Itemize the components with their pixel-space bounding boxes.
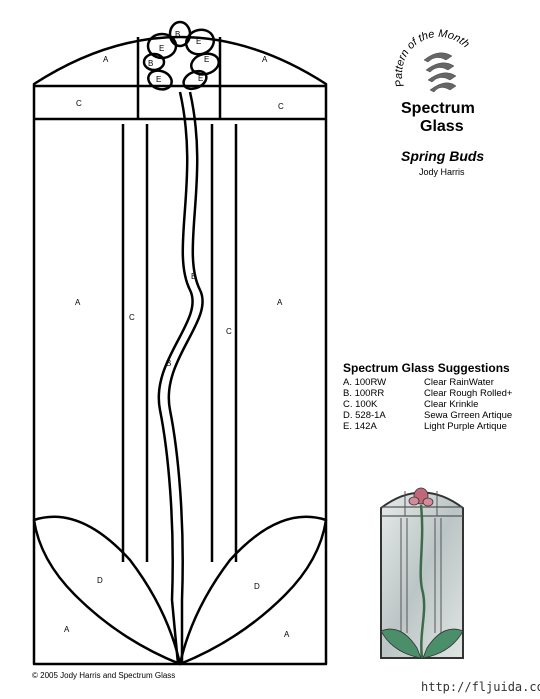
suggestions-list: A. 100RW Clear RainWater B. 100RR Clear Rou… — [343, 377, 533, 432]
suggestion-code: C. 100K — [343, 399, 378, 410]
logo: Pattern of the Month Spectrum Glass — [384, 20, 494, 140]
petal-low-right — [182, 69, 208, 91]
label-side-left: A — [75, 298, 81, 307]
spectrum-s-swirl-icon — [423, 52, 457, 93]
suggestion-row: D. 528-1A Sewa Grreen Artique — [343, 410, 533, 421]
petal-mid-right — [189, 52, 221, 76]
label-top-right: A — [262, 55, 268, 64]
petal-low-left — [147, 69, 173, 91]
label-petal-7: E — [198, 74, 203, 83]
label-side-right: A — [277, 298, 283, 307]
pattern-title: Spring Buds — [401, 148, 485, 164]
suggestion-glass-name: Clear Rough Rolled+ — [424, 388, 513, 399]
suggestion-code: D. 528-1A — [343, 410, 386, 421]
label-stem-lower: B — [166, 359, 171, 368]
suggestions-heading: Spectrum Glass Suggestions — [343, 361, 510, 375]
suggestion-glass-name: Light Purple Artique — [424, 421, 507, 432]
label-strip-right: C — [226, 327, 232, 336]
suggestion-code: B. 100RR — [343, 388, 385, 399]
stem-left — [157, 91, 194, 665]
logo-brand-line2: Glass — [420, 118, 464, 135]
label-petal-4: B — [148, 59, 153, 68]
label-petal-3: E — [159, 44, 164, 53]
label-petal-5: E — [204, 55, 209, 64]
logo-graphic: Pattern of the Month — [393, 28, 472, 93]
label-petal-1: B — [175, 30, 180, 39]
outer-frame — [32, 35, 328, 666]
label-stem-upper: B — [191, 272, 196, 281]
label-bar-right: C — [278, 102, 284, 111]
suggestion-code: A. 100RW — [343, 377, 387, 388]
suggestion-glass-name: Sewa Grreen Artique — [424, 410, 513, 421]
label-corner-left: A — [64, 625, 70, 634]
logo-brand-line1: Spectrum — [401, 100, 475, 117]
finished-window-preview — [380, 487, 464, 659]
label-leaf-right: D — [254, 582, 260, 591]
label-petal-6: E — [156, 75, 161, 84]
suggestion-row: C. 100K Clear Krinkle — [343, 399, 533, 410]
leaf-right — [178, 515, 328, 666]
label-leaf-left: D — [97, 576, 103, 585]
copyright-footer: © 2005 Jody Harris and Spectrum Glass — [32, 671, 176, 680]
stem-right — [167, 91, 204, 664]
watermark-url: http://fljuida.com/ — [418, 680, 540, 694]
suggestion-row: A. 100RW Clear RainWater — [343, 377, 533, 388]
label-top-left: A — [103, 55, 109, 64]
suggestion-glass-name: Clear RainWater — [424, 377, 494, 388]
suggestion-code: E. 142A — [343, 421, 377, 432]
suggestion-row: E. 142A Light Purple Artique — [343, 421, 533, 432]
author-name: Jody Harris — [419, 167, 465, 177]
label-petal-2: E — [196, 37, 201, 46]
leaf-left — [32, 515, 182, 666]
label-corner-right: A — [284, 630, 290, 639]
label-bar-left: C — [76, 99, 82, 108]
suggestion-row: B. 100RR Clear Rough Rolled+ — [343, 388, 533, 399]
glass-suggestions: Spectrum Glass Suggestions A. 100RW Clear… — [343, 361, 533, 432]
suggestion-glass-name: Clear Krinkle — [424, 399, 479, 410]
label-strip-left: C — [129, 313, 135, 322]
